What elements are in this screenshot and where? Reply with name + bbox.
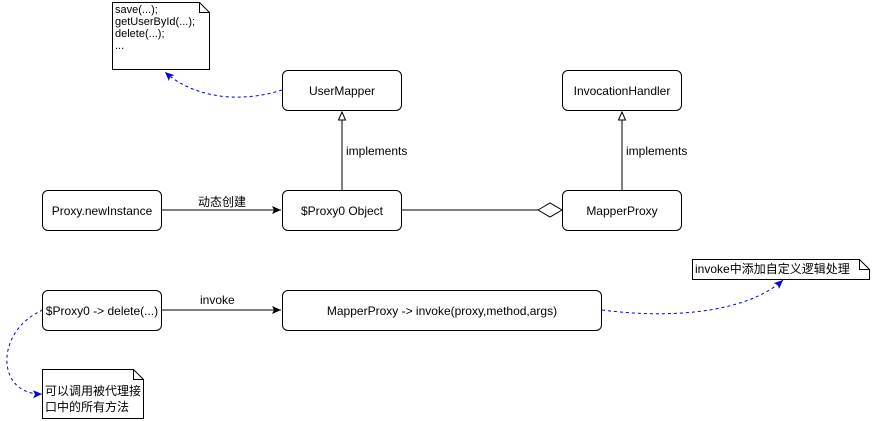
dashed-link-delete-note [6, 309, 44, 399]
user-mapper-label: UserMapper [308, 83, 376, 98]
call-all-methods-note[interactable]: 可以调用被代理接 口中的所有方法 [42, 369, 144, 419]
methods-note-line: delete(...); [115, 28, 165, 40]
invoke-logic-note-text: invoke中添加自定义逻辑处理 [695, 262, 850, 276]
methods-note-line: getUserById(...); [115, 16, 196, 28]
invoke-label: invoke [200, 293, 235, 307]
invoke-logic-note[interactable]: invoke中添加自定义逻辑处理 [692, 259, 870, 280]
proxy0-object-label: $Proxy0 Object [300, 203, 384, 218]
methods-note-line: save(...); [115, 4, 158, 16]
note-fold-icon [42, 369, 144, 419]
note-fold-icon [692, 259, 870, 280]
mapper-proxy-box[interactable]: MapperProxy [562, 190, 682, 231]
invocation-handler-label: InvocationHandler [573, 83, 671, 98]
mapper-proxy-invoke-label: MapperProxy -> invoke(proxy,method,args) [326, 303, 558, 318]
aggregation-diamond [537, 202, 563, 218]
proxy0-object-box[interactable]: $Proxy0 Object [282, 190, 402, 231]
implements-label-right: implements [626, 144, 688, 158]
methods-note[interactable]: save(...); getUserById(...); delete(...)… [112, 2, 210, 70]
dashed-link-invoke-note [601, 279, 784, 315]
dynamic-create-label: 动态创建 [198, 195, 247, 209]
proxy0-delete-box[interactable]: $Proxy0 -> delete(...) [42, 290, 162, 331]
call-all-methods-note-line: 可以调用被代理接 [45, 384, 142, 398]
proxy-newinstance-label: Proxy.newInstance [51, 203, 153, 218]
invocation-handler-box[interactable]: InvocationHandler [562, 70, 682, 111]
user-mapper-box[interactable]: UserMapper [282, 70, 402, 111]
call-all-methods-note-line: 口中的所有方法 [45, 400, 130, 414]
dashed-link-usermapper-note [164, 71, 283, 98]
proxy0-delete-label: $Proxy0 -> delete(...) [45, 303, 159, 318]
methods-note-line: ... [115, 40, 125, 52]
proxy-newinstance-box[interactable]: Proxy.newInstance [42, 190, 162, 231]
mapper-proxy-invoke-box[interactable]: MapperProxy -> invoke(proxy,method,args) [282, 290, 602, 331]
implements-label-left: implements [346, 144, 408, 158]
note-fold-icon [112, 2, 210, 70]
mapper-proxy-label: MapperProxy [586, 203, 658, 218]
